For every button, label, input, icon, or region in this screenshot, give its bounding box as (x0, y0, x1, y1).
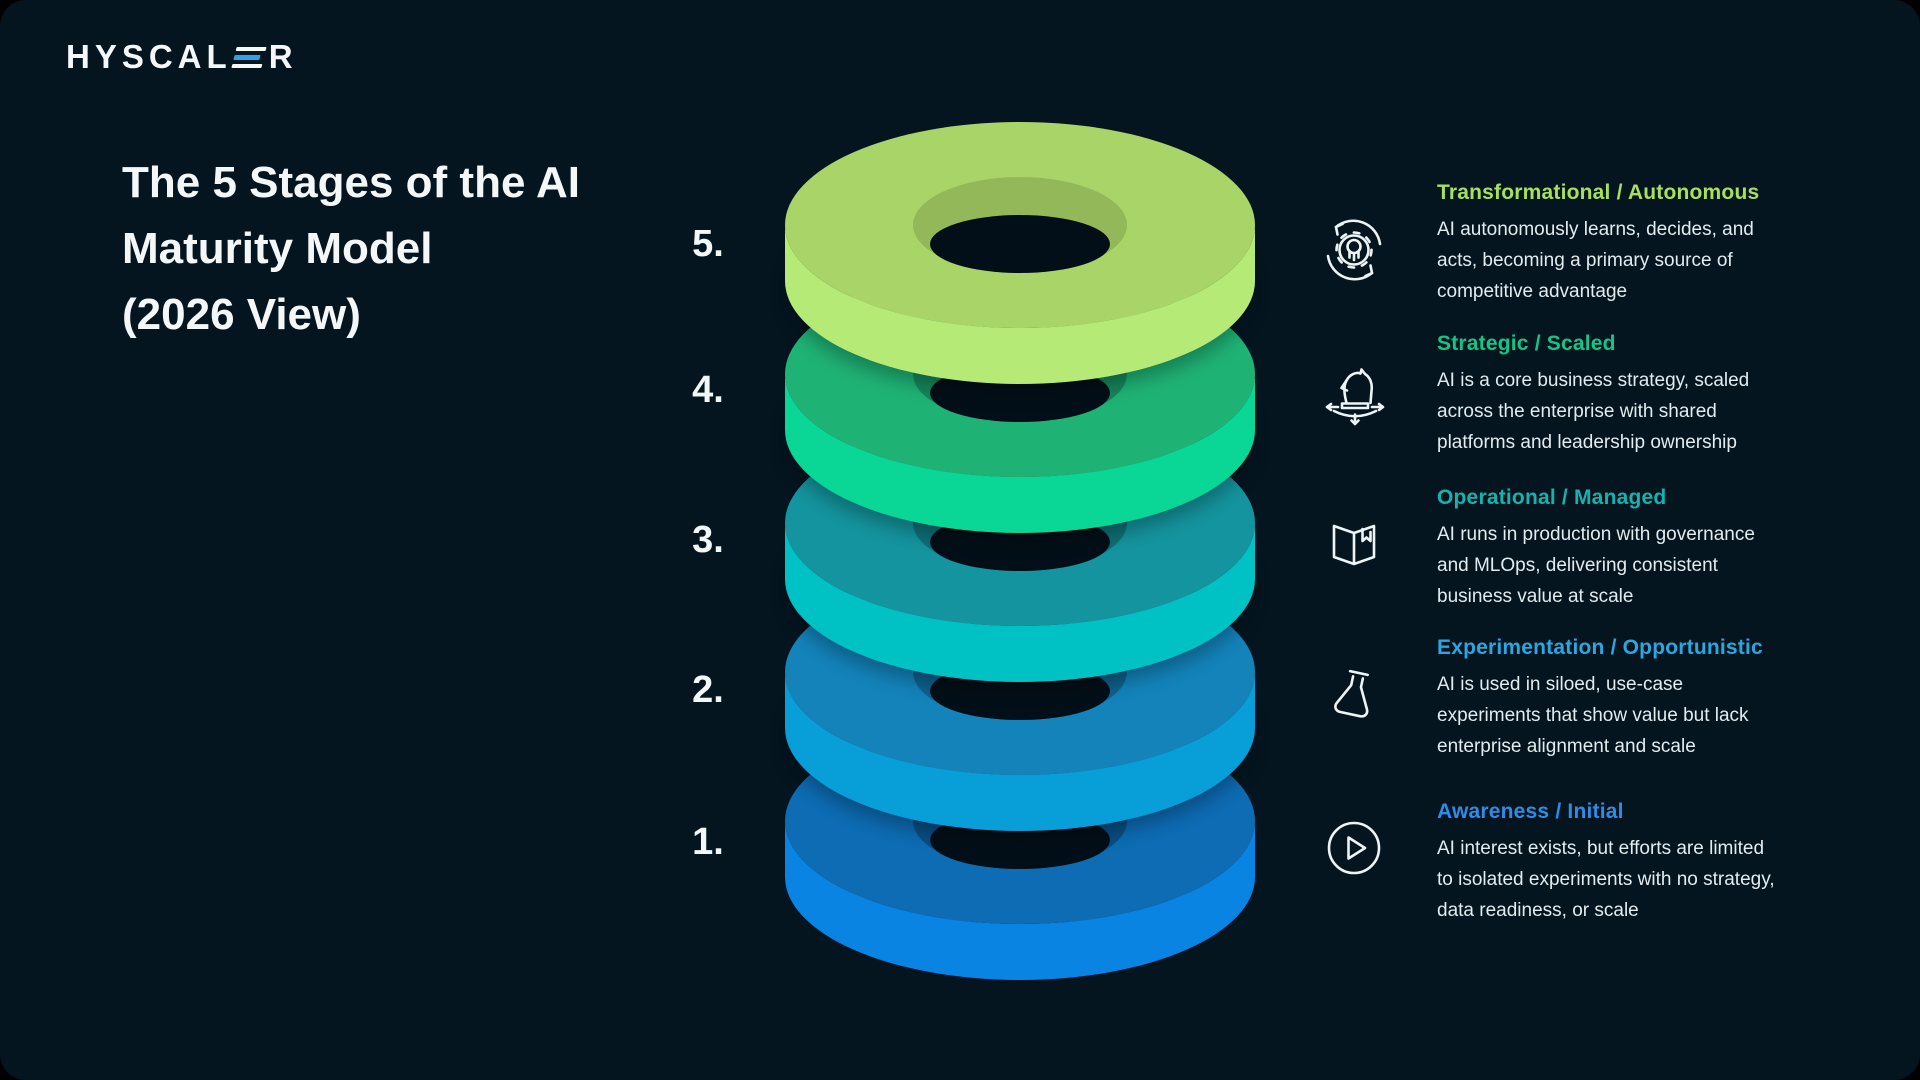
gear-cycle-icon (1318, 214, 1390, 286)
stage-4-text: Strategic / Scaled AI is a core business… (1437, 332, 1857, 458)
logo-e-glyph-icon (230, 45, 267, 70)
stage-number-5: 5. (692, 223, 724, 265)
stage-3-title: Operational / Managed (1437, 486, 1667, 509)
logo-text-right: R (268, 38, 298, 75)
logo-text-left: HYSCAL (66, 38, 232, 75)
play-circle-icon (1318, 812, 1390, 884)
stage-1-title: Awareness / Initial (1437, 800, 1624, 823)
stage-3-text: Operational / Managed AI runs in product… (1437, 486, 1857, 612)
flask-icon (1318, 660, 1390, 732)
logo-e-accent-bar (233, 54, 260, 60)
stage-number-1: 1. (692, 821, 724, 863)
stage-number-4: 4. (692, 369, 724, 411)
stage-5-title: Transformational / Autonomous (1437, 181, 1760, 204)
donut-stack (770, 95, 1270, 1005)
stage-5-text: Transformational / Autonomous AI autonom… (1437, 181, 1857, 307)
stage-4-title: Strategic / Scaled (1437, 332, 1616, 355)
knight-strategy-icon (1318, 360, 1390, 432)
hyscaler-logo: HYSCAL R (66, 38, 298, 76)
stage-2-title: Experimentation / Opportunistic (1437, 636, 1763, 659)
stage-number-2: 2. (692, 669, 724, 711)
stage-2-text: Experimentation / Opportunistic AI is us… (1437, 636, 1857, 762)
stage-5-description: AI autonomously learns, decides, and act… (1437, 219, 1754, 302)
book-manual-icon (1318, 510, 1390, 582)
stage-4-description: AI is a core business strategy, scaled a… (1437, 370, 1750, 453)
page-title: The 5 Stages of the AI Maturity Model (2… (122, 158, 581, 339)
stage-1-text: Awareness / Initial AI interest exists, … (1437, 800, 1857, 926)
ring-stage-5 (785, 122, 1255, 384)
donut-stack-svg (785, 122, 1255, 980)
stage-3-description: AI runs in production with governance an… (1437, 524, 1755, 607)
stage-2-description: AI is used in siloed, use-case experimen… (1437, 674, 1749, 757)
stage-1-description: AI interest exists, but efforts are limi… (1437, 838, 1775, 921)
stage-number-3: 3. (692, 519, 724, 561)
